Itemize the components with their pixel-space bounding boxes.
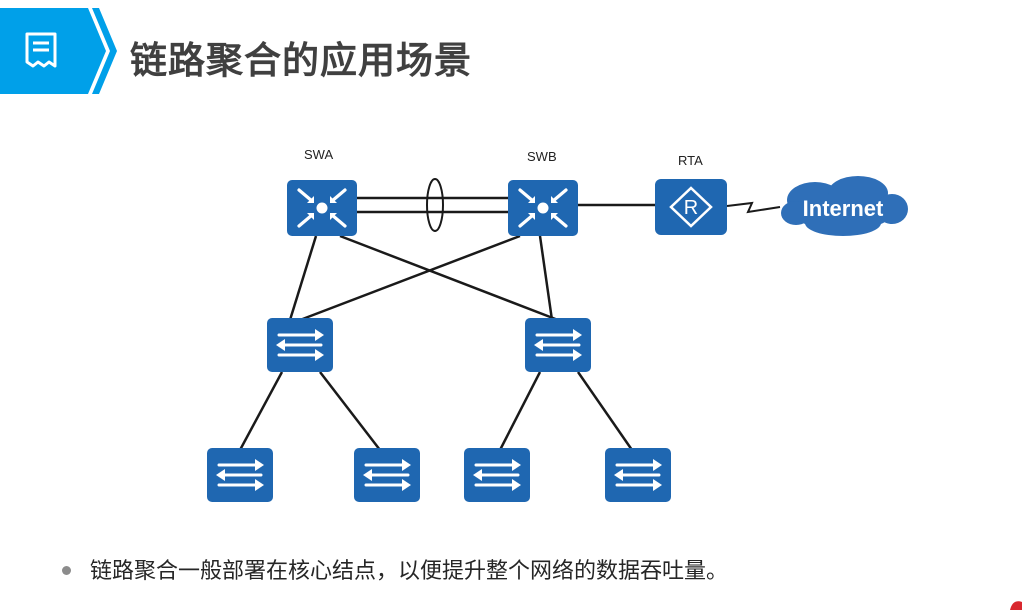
page-title: 链路聚合的应用场景 — [130, 39, 472, 82]
internet-label: Internet — [803, 196, 884, 221]
link-agg1-acc2 — [319, 371, 381, 451]
link-rta-internet-serial — [726, 201, 781, 214]
access-switch-3-icon — [462, 446, 532, 504]
core-switch-swa-icon — [285, 178, 359, 238]
corner-logo-mark — [1010, 601, 1022, 610]
core-switch-swb-icon — [506, 178, 580, 238]
access-switch-4-icon — [603, 446, 673, 504]
access-switch-2-icon — [352, 446, 422, 504]
internet-cloud-icon — [781, 176, 908, 236]
router-rta-icon: R — [655, 179, 727, 235]
link-aggregation-marker — [426, 178, 444, 232]
aggregation-switch-2-icon — [523, 316, 593, 374]
link-swa-agg2 — [339, 234, 559, 322]
bullet-text: 链路聚合一般部署在核心结点，以便提升整个网络的数据吞吐量。 — [90, 559, 729, 584]
header-banner — [0, 8, 118, 94]
link-agg2-acc3 — [498, 371, 542, 451]
access-switch-1-icon — [205, 446, 275, 504]
node-label-rta: RTA — [678, 153, 703, 168]
header-badge — [0, 8, 117, 94]
document-icon — [25, 32, 57, 68]
link-swb-agg2 — [538, 235, 554, 321]
svg-text:R: R — [684, 197, 698, 219]
bullet-dot — [62, 566, 71, 575]
node-label-swa: SWA — [304, 147, 334, 162]
link-agg1-acc1 — [238, 371, 284, 451]
links — [238, 196, 656, 451]
node-label-swb: SWB — [527, 149, 557, 164]
link-swa-agg1 — [288, 235, 318, 321]
aggregation-switch-1-icon — [265, 316, 335, 374]
link-swb-agg1 — [299, 234, 521, 322]
link-agg2-acc4 — [576, 371, 634, 451]
